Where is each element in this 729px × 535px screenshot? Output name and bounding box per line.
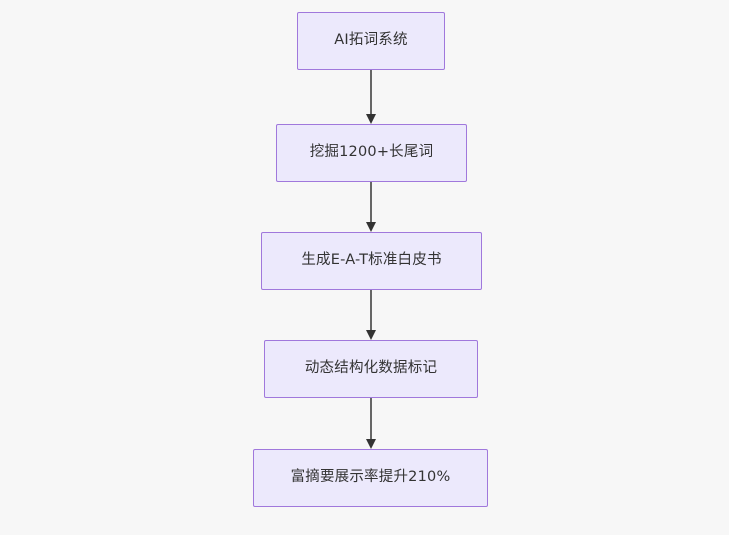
flow-node-label: 富摘要展示率提升210% — [290, 469, 451, 486]
flow-node-label: 动态结构化数据标记 — [304, 360, 438, 377]
flow-node-label: 挖掘1200+长尾词 — [309, 144, 434, 161]
edge-arrowhead-icon — [366, 222, 376, 232]
flow-node-n2[interactable]: 挖掘1200+长尾词 — [276, 124, 467, 182]
edge-arrowhead-icon — [366, 114, 376, 124]
flow-node-n4[interactable]: 动态结构化数据标记 — [264, 340, 478, 398]
edge-arrowhead-icon — [366, 439, 376, 449]
flow-node-label: 生成E-A-T标准白皮书 — [301, 252, 442, 269]
flow-edge-n4-to-n5 — [363, 398, 379, 449]
flow-edge-n2-to-n3 — [363, 182, 379, 232]
flow-node-n5[interactable]: 富摘要展示率提升210% — [253, 449, 488, 507]
flow-edge-n3-to-n4 — [363, 290, 379, 340]
flow-node-n3[interactable]: 生成E-A-T标准白皮书 — [261, 232, 482, 290]
flow-node-n1[interactable]: AI拓词系统 — [297, 12, 445, 70]
flow-node-label: AI拓词系统 — [334, 32, 408, 49]
flow-edge-n1-to-n2 — [363, 70, 379, 124]
edge-arrowhead-icon — [366, 330, 376, 340]
